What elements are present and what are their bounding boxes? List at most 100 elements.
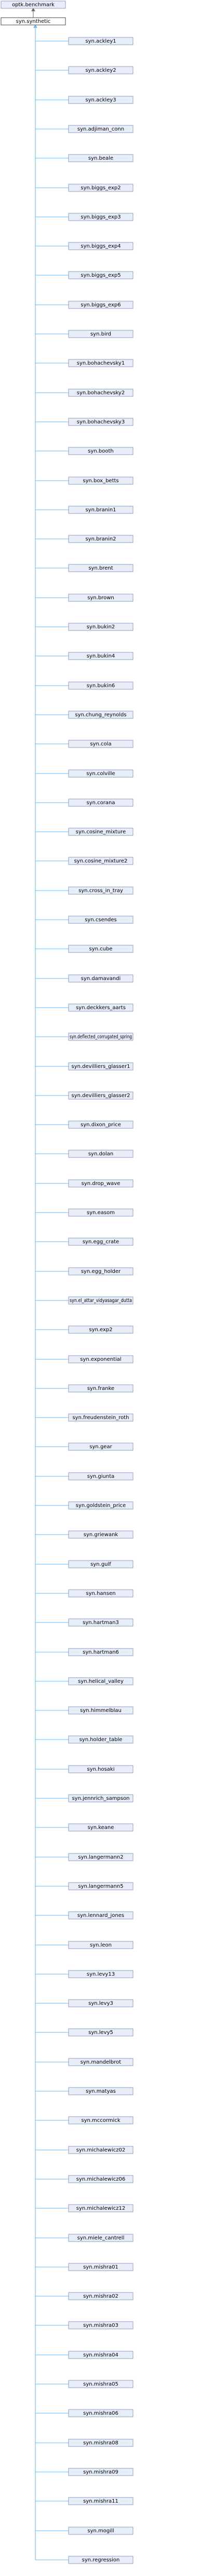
leaf-node[interactable]: syn.hosaki [68,1765,133,1773]
leaf-node[interactable]: syn.booth [68,447,133,455]
leaf-node[interactable]: syn.jennrich_sampson [68,1794,133,1802]
leaf-node[interactable]: syn.griewank [68,1530,133,1539]
leaf-nodes: syn.ackley1 syn.ackley2 syn.ackley3 syn.adj… [68,37,133,2564]
leaf-node-box [68,66,133,74]
leaf-node[interactable]: syn.brent [68,564,133,572]
leaf-node[interactable]: syn.helical_valley [68,1677,133,1685]
leaf-node[interactable]: syn.matyas [68,2087,133,2095]
leaf-node[interactable]: syn.mishra04 [68,2351,133,2359]
leaf-node[interactable]: syn.lennard_jones [68,1911,133,1920]
leaf-node[interactable]: syn.mandelbrot [68,2058,133,2066]
leaf-node[interactable]: syn.goldstein_price [68,1501,133,1510]
leaf-node[interactable]: syn.giunta [68,1472,133,1480]
leaf-node[interactable]: syn.cube [68,945,133,953]
leaf-node[interactable]: syn.langermann2 [68,1853,133,1861]
leaf-node[interactable]: syn.levy5 [68,2028,133,2037]
leaf-node[interactable]: syn.deckkers_aarts [68,1003,133,1012]
leaf-node[interactable]: syn.branin1 [68,506,133,514]
leaf-node[interactable]: syn.himmelblau [68,1706,133,1715]
leaf-node[interactable]: syn.michalewicz12 [68,2204,133,2212]
leaf-node[interactable]: syn.brown [68,594,133,602]
leaf-node[interactable]: syn.mishra01 [68,2263,133,2271]
leaf-node[interactable]: syn.chung_reynolds [68,711,133,719]
leaf-node[interactable]: syn.freudenstein_roth [68,1413,133,1422]
leaf-node[interactable]: syn.michalewicz06 [68,2175,133,2183]
leaf-node[interactable]: syn.ackley3 [68,96,133,104]
leaf-node[interactable]: syn.biggs_exp3 [68,213,133,221]
leaf-node[interactable]: syn.box_betts [68,476,133,485]
leaf-node[interactable]: syn.el_attar_vidyasagar_dutta [68,1296,133,1305]
leaf-node[interactable]: syn.dolan [68,1150,133,1158]
leaf-node[interactable]: syn.franke [68,1384,133,1393]
leaf-node[interactable]: syn.regression [68,2556,133,2564]
leaf-node[interactable]: syn.beale [68,154,133,162]
leaf-node[interactable]: syn.mishra06 [68,2409,133,2417]
leaf-node[interactable]: syn.cosine_mixture [68,828,133,836]
leaf-node-label: syn.egg_crate [83,1239,119,1245]
leaf-node[interactable]: syn.ackley2 [68,66,133,74]
leaf-node-box [68,1999,133,2007]
leaf-node[interactable]: syn.colville [68,769,133,778]
node-root[interactable]: optk.benchmark [1,1,66,9]
leaf-node[interactable]: syn.csendes [68,916,133,924]
leaf-node[interactable]: syn.branin2 [68,535,133,543]
leaf-node[interactable]: syn.ackley1 [68,37,133,45]
leaf-node[interactable]: syn.hansen [68,1589,133,1598]
leaf-node[interactable]: syn.bohachevsky2 [68,389,133,397]
leaf-node[interactable]: syn.mogill [68,2527,133,2535]
leaf-node[interactable]: syn.mishra08 [68,2439,133,2447]
leaf-node[interactable]: syn.egg_crate [68,1238,133,1246]
leaf-node-label: syn.damavandi [81,976,121,982]
leaf-node[interactable]: syn.exponential [68,1355,133,1363]
leaf-node[interactable]: syn.dixon_price [68,1120,133,1129]
leaf-node[interactable]: syn.corana [68,798,133,807]
leaf-node-label: syn.bohachevsky1 [77,360,125,366]
leaf-node[interactable]: syn.egg_holder [68,1267,133,1276]
leaf-node[interactable]: syn.easom [68,1208,133,1217]
leaf-node[interactable]: syn.levy3 [68,1999,133,2007]
leaf-node[interactable]: syn.bohachevsky3 [68,418,133,426]
leaf-node[interactable]: syn.adjiman_conn [68,125,133,133]
leaf-node-label: syn.hansen [86,1591,115,1596]
leaf-node[interactable]: syn.drop_wave [68,1179,133,1188]
leaf-node[interactable]: syn.deflected_corrugated_spring [68,1033,133,1041]
leaf-node[interactable]: syn.damavandi [68,974,133,983]
leaf-node-box [68,1442,133,1451]
leaf-node[interactable]: syn.bukin2 [68,623,133,631]
leaf-node[interactable]: syn.langermann5 [68,1882,133,1890]
leaf-node[interactable]: syn.mishra03 [68,2321,133,2329]
leaf-node-box [68,740,133,748]
leaf-node[interactable]: syn.biggs_exp4 [68,242,133,250]
leaf-node[interactable]: syn.hartman6 [68,1648,133,1656]
leaf-node[interactable]: syn.bird [68,330,133,338]
leaf-node[interactable]: syn.bukin4 [68,652,133,660]
leaf-node[interactable]: syn.leon [68,1941,133,1949]
leaf-node[interactable]: syn.hartman3 [68,1618,133,1627]
leaf-node[interactable]: syn.cosine_mixture2 [68,857,133,865]
leaf-node[interactable]: syn.levy13 [68,1970,133,1978]
leaf-node[interactable]: syn.gear [68,1442,133,1451]
leaf-node[interactable]: syn.cola [68,740,133,748]
node-synthetic[interactable]: syn.synthetic [1,17,66,25]
leaf-node[interactable]: syn.exp2 [68,1325,133,1334]
leaf-node[interactable]: syn.keane [68,1823,133,1832]
leaf-node[interactable]: syn.holder_table [68,1735,133,1744]
leaf-node[interactable]: syn.biggs_exp5 [68,271,133,279]
leaf-node[interactable]: syn.devilliers_glasser1 [68,1062,133,1071]
leaf-node[interactable]: syn.bohachevsky1 [68,359,133,367]
leaf-node-label: syn.freudenstein_roth [72,1415,129,1421]
leaf-node[interactable]: syn.miele_cantrell [68,2234,133,2242]
leaf-node[interactable]: syn.mishra02 [68,2292,133,2300]
leaf-node[interactable]: syn.cross_in_tray [68,886,133,895]
leaf-node[interactable]: syn.gulf [68,1560,133,1568]
leaf-node-box [68,1003,133,1012]
leaf-node[interactable]: syn.mccormick [68,2116,133,2124]
leaf-node[interactable]: syn.bukin6 [68,681,133,690]
leaf-node[interactable]: syn.biggs_exp2 [68,184,133,192]
leaf-node[interactable]: syn.mishra09 [68,2468,133,2476]
leaf-node[interactable]: syn.michalewicz02 [68,2146,133,2154]
leaf-node[interactable]: syn.biggs_exp6 [68,301,133,309]
leaf-node[interactable]: syn.devilliers_glasser2 [68,1091,133,1100]
leaf-node[interactable]: syn.mishra11 [68,2497,133,2505]
leaf-node[interactable]: syn.mishra05 [68,2380,133,2388]
